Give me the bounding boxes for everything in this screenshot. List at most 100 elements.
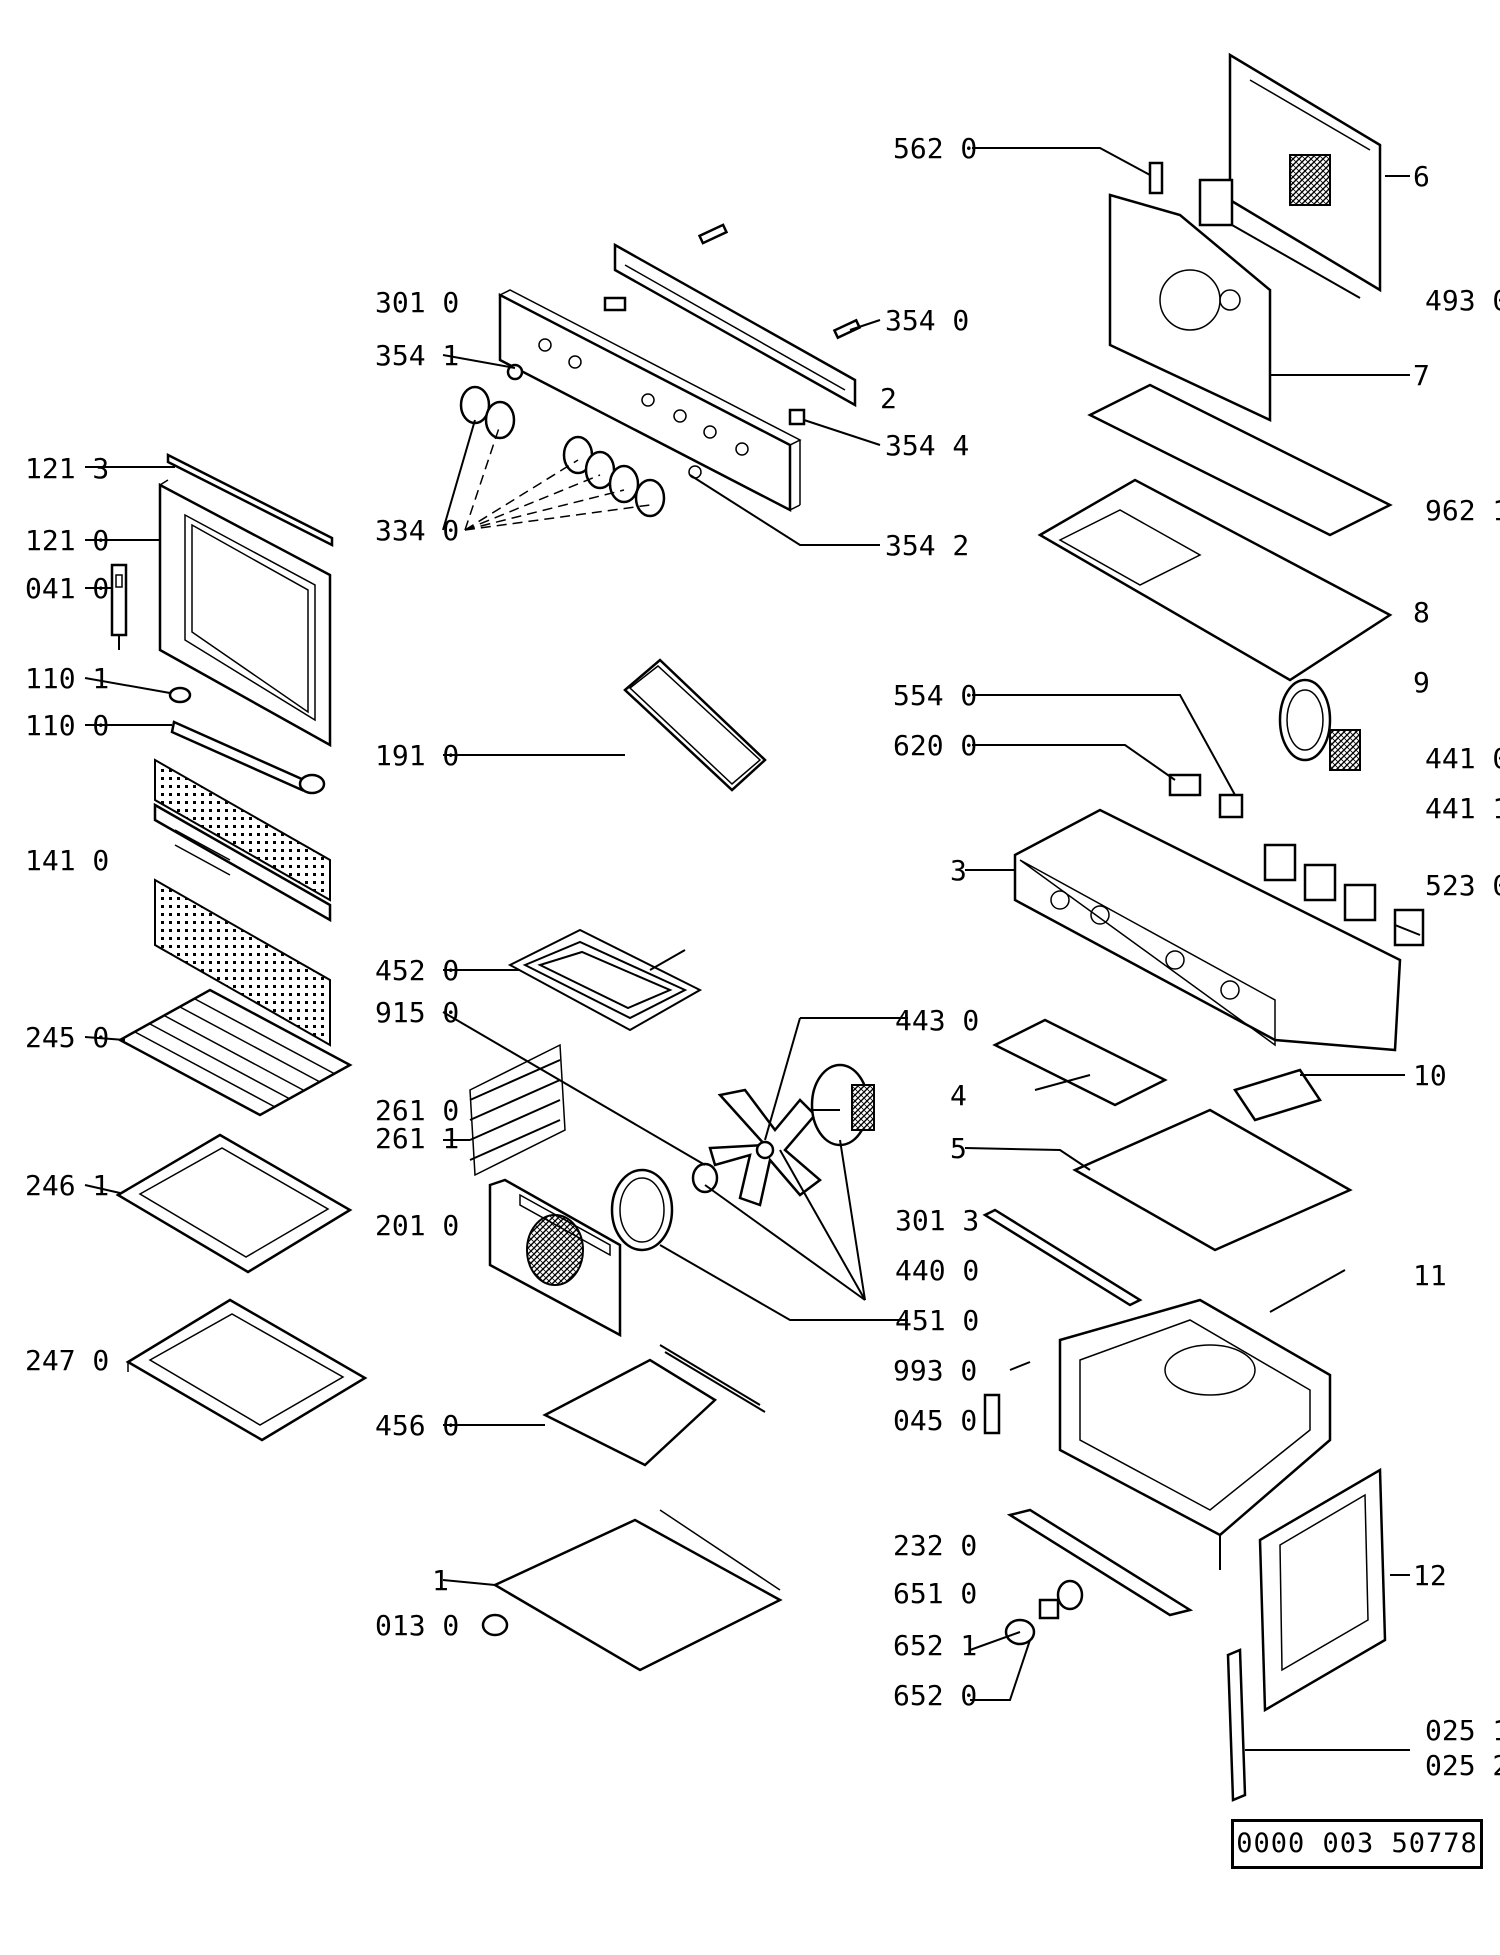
part-tangential-fan	[1278, 678, 1361, 771]
label-441-0: 441 0	[1425, 742, 1500, 775]
label-354-0: 354 0	[885, 304, 969, 337]
label-261-0: 261 0	[375, 1094, 459, 1127]
label-443-0: 443 0	[895, 1004, 979, 1037]
part-door-top-strip	[166, 452, 334, 548]
label-456-0: 456 0	[375, 1409, 459, 1442]
label-440-0: 440 0	[895, 1254, 979, 1287]
label-025-2: 025 2	[1425, 1749, 1500, 1782]
label-7: 7	[1413, 359, 1430, 392]
label-441-1: 441 1	[1425, 792, 1500, 825]
label-110-0: 110 0	[25, 709, 109, 742]
label-354-4: 354 4	[885, 429, 969, 462]
label-3: 3	[950, 854, 967, 887]
part-wire-shelf	[117, 988, 353, 1117]
part-door-gasket	[623, 658, 767, 792]
part-bottom-plate	[492, 1509, 783, 1672]
label-141-0: 141 0	[25, 844, 109, 877]
part-clips	[506, 318, 862, 426]
document-number-box: 0000 003 50778	[1231, 1819, 1483, 1869]
part-terminal-block	[1168, 773, 1244, 819]
label-962-1: 962 1	[1425, 494, 1500, 527]
label-12: 12	[1413, 1559, 1447, 1592]
label-301-3: 301 3	[895, 1204, 979, 1237]
part-ring-element	[610, 1168, 674, 1252]
label-121-3: 121 3	[25, 452, 109, 485]
part-foot	[481, 1613, 509, 1637]
part-switches	[1263, 843, 1425, 947]
part-fan-cap	[691, 1162, 719, 1194]
part-top-plate	[1037, 478, 1393, 682]
label-620-0: 620 0	[893, 729, 977, 762]
part-side-racks	[469, 1043, 566, 1177]
label-915-0: 915 0	[375, 996, 459, 1029]
label-6: 6	[1413, 160, 1430, 193]
part-bottom-element	[542, 1344, 766, 1467]
part-drip-tray	[125, 1298, 368, 1442]
part-insulation-strip	[1087, 383, 1393, 537]
leader-lines	[84, 147, 1421, 1751]
part-rear-wall	[488, 1178, 622, 1338]
label-191-0: 191 0	[375, 739, 459, 772]
label-246-1: 246 1	[25, 1169, 109, 1202]
label-554-0: 554 0	[893, 679, 977, 712]
part-bottom-rail	[1006, 1508, 1194, 1617]
label-652-1: 652 1	[893, 1629, 977, 1662]
label-993-0: 993 0	[893, 1354, 977, 1387]
label-121-0: 121 0	[25, 524, 109, 557]
part-cover-plate	[1108, 193, 1272, 422]
part-bracket-4	[992, 1018, 1168, 1107]
part-control-panel-bracket	[603, 223, 857, 408]
label-10: 10	[1413, 1059, 1447, 1092]
part-latch	[983, 1361, 1031, 1435]
label-247-0: 247 0	[25, 1344, 109, 1377]
label-5: 5	[950, 1132, 967, 1165]
label-651-0: 651 0	[893, 1577, 977, 1610]
part-grill-element	[507, 928, 703, 1032]
label-493-0: 493 0	[1425, 284, 1500, 317]
label-523-0: 523 0	[1425, 869, 1500, 902]
part-strip-10	[1233, 1068, 1322, 1122]
label-110-1: 110 1	[25, 662, 109, 695]
label-354-1: 354 1	[375, 339, 459, 372]
label-8: 8	[1413, 596, 1430, 629]
part-glass-panels	[153, 758, 332, 1047]
label-045-0: 045 0	[893, 1404, 977, 1437]
label-232-0: 232 0	[893, 1529, 977, 1562]
part-rear-panel	[1228, 52, 1382, 293]
callout-labels: 121 3 121 0 041 0 110 1 110 0 141 0 245 …	[25, 132, 1500, 1782]
part-side-strut	[1226, 1648, 1247, 1802]
label-11: 11	[1413, 1259, 1447, 1292]
label-562-0: 562 0	[893, 132, 977, 165]
label-9: 9	[1413, 666, 1430, 699]
part-side-frame	[1258, 1467, 1387, 1713]
label-4: 4	[950, 1079, 967, 1112]
part-control-panel-front	[498, 289, 802, 513]
part-rod-11	[1269, 1269, 1346, 1313]
label-1: 1	[432, 1564, 449, 1597]
label-025-1: 025 1	[1425, 1714, 1500, 1747]
label-201-0: 201 0	[375, 1209, 459, 1242]
label-261-1: 261 1	[375, 1122, 459, 1155]
label-354-2: 354 2	[885, 529, 969, 562]
part-rail	[982, 1208, 1143, 1307]
label-452-0: 452 0	[375, 954, 459, 987]
part-knobs	[459, 385, 666, 518]
label-041-0: 041 0	[25, 572, 109, 605]
label-301-0: 301 0	[375, 286, 459, 319]
label-334-0: 334 0	[375, 514, 459, 547]
part-hinge	[110, 563, 128, 650]
part-handle-clip	[168, 686, 192, 704]
part-plate-5	[1072, 1108, 1353, 1252]
part-oven-cavity	[1058, 1298, 1332, 1570]
part-lamp-assembly	[1004, 1579, 1084, 1646]
part-door-frame	[158, 479, 332, 748]
label-245-0: 245 0	[25, 1021, 109, 1054]
label-013-0: 013 0	[375, 1609, 459, 1642]
part-thermostat	[1148, 161, 1234, 227]
part-control-housing	[1013, 808, 1402, 1052]
label-2: 2	[880, 382, 897, 415]
part-fan-blade	[708, 1088, 822, 1207]
part-fan-motor	[810, 1063, 875, 1147]
part-handle	[170, 720, 326, 795]
part-baking-tray	[115, 1133, 353, 1274]
